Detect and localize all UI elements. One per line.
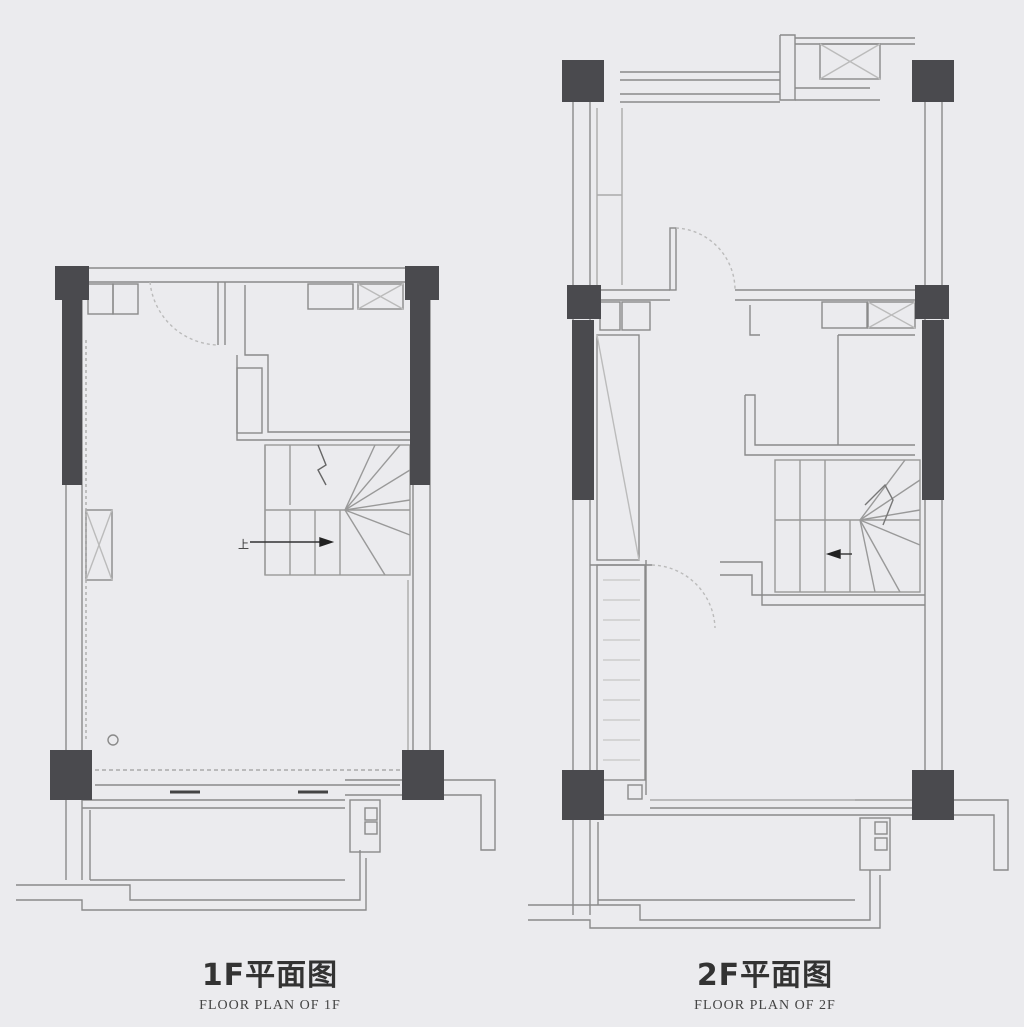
plan-2f-partitions — [590, 108, 925, 809]
plan-1f-stair — [250, 444, 411, 576]
plan-1f-subtitle: FLOOR PLAN OF 1F — [199, 998, 341, 1013]
plan-1f-caption: 1F平面图 FLOOR PLAN OF 1F — [140, 950, 400, 1014]
plan-1f-columns — [50, 266, 444, 800]
plan-2f-caption: 2F平面图 FLOOR PLAN OF 2F — [635, 950, 895, 1014]
plan-2f-title: 2F平面图 — [696, 958, 834, 993]
plan-2f-walls — [528, 34, 1009, 929]
plan-2f-subtitle: FLOOR PLAN OF 2F — [694, 998, 836, 1013]
plan-2f-columns — [562, 60, 954, 820]
plan-2f-stair — [774, 459, 921, 593]
plan-2f — [528, 34, 1009, 929]
plan-1f-title: 1F平面图 — [201, 958, 339, 993]
stair-label-up: 上 — [238, 538, 249, 551]
plan-1f — [16, 266, 496, 911]
plan-1f-partitions — [85, 281, 410, 794]
